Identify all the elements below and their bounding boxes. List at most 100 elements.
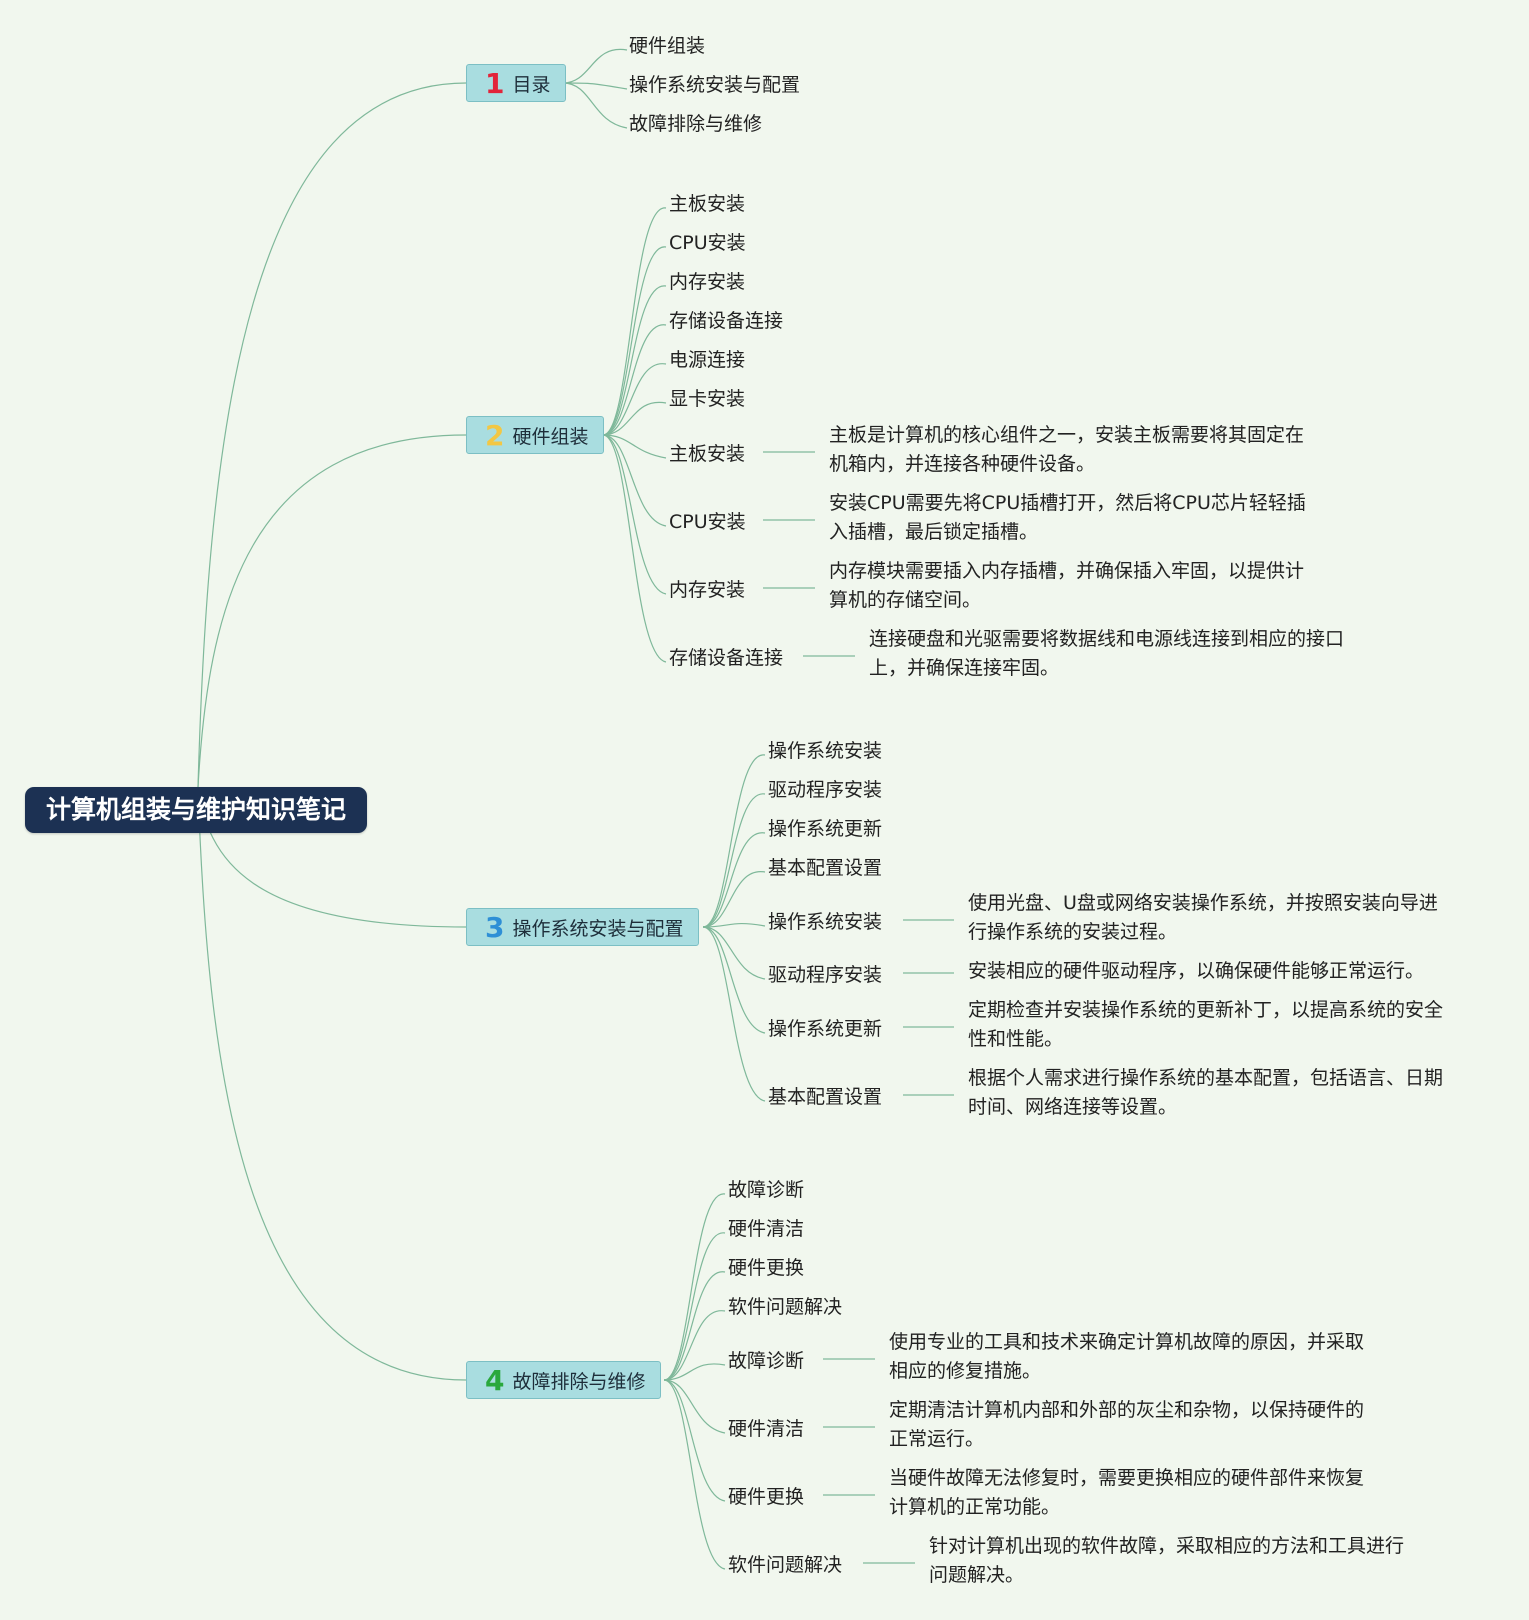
detail-line: 根据个人需求进行操作系统的基本配置，包括语言、日期: [968, 1067, 1444, 1089]
detail-term[interactable]: 操作系统更新: [768, 1018, 883, 1040]
leaf-item[interactable]: 操作系统安装: [768, 740, 883, 762]
branch-leaf-connector: [602, 324, 667, 436]
leaf-item[interactable]: 硬件清洁: [728, 1218, 805, 1240]
branch-node-2[interactable]: 2 硬件组装: [466, 416, 604, 454]
branch-node-4[interactable]: 4 故障排除与维修: [466, 1361, 661, 1399]
branch-leaf-connector: [663, 1363, 726, 1381]
root-node[interactable]: 计算机组装与维护知识笔记: [25, 787, 367, 833]
detail-line: 正常运行。: [889, 1428, 985, 1450]
detail-line: 连接硬盘和光驱需要将数据线和电源线连接到相应的接口: [869, 628, 1345, 650]
branch-leaf-connector: [702, 754, 766, 928]
branch-leaf-connector: [702, 922, 766, 928]
detail-term[interactable]: 基本配置设置: [768, 1086, 883, 1108]
detail-line: 计算机的正常功能。: [889, 1496, 1061, 1518]
detail-term[interactable]: 硬件更换: [728, 1486, 805, 1508]
detail-line: 问题解决。: [929, 1564, 1025, 1586]
branch-number: 3: [485, 911, 505, 944]
detail-line: 性和性能。: [968, 1028, 1064, 1050]
detail-text: 主板是计算机的核心组件之一，安装主板需要将其固定在 机箱内，并连接各种硬件设备。: [829, 421, 1304, 479]
branch-leaf-connector: [663, 1232, 726, 1381]
branch-label: 故障排除与维修: [512, 1371, 646, 1393]
leaf-item[interactable]: 故障排除与维修: [629, 113, 763, 135]
branch-leaf-connector: [663, 1379, 726, 1434]
detail-line: 主板是计算机的核心组件之一，安装主板需要将其固定在: [829, 424, 1305, 446]
branch-leaf-connector: [602, 434, 667, 595]
detail-line: 使用专业的工具和技术来确定计算机故障的原因，并采取: [889, 1331, 1365, 1353]
detail-text: 定期清洁计算机内部和外部的灰尘和杂物，以保持硬件的 正常运行。: [889, 1396, 1364, 1454]
leaf-item[interactable]: 操作系统更新: [768, 818, 883, 840]
branch-leaf-connector: [702, 793, 766, 928]
detail-line: 定期检查并安装操作系统的更新补丁，以提高系统的安全: [968, 999, 1444, 1021]
detail-term[interactable]: 硬件清洁: [728, 1418, 805, 1440]
leaf-item[interactable]: 存储设备连接: [669, 310, 784, 332]
branch-leaf-connector: [602, 401, 667, 436]
detail-text: 根据个人需求进行操作系统的基本配置，包括语言、日期 时间、网络连接等设置。: [968, 1064, 1443, 1122]
leaf-item[interactable]: 基本配置设置: [768, 857, 883, 879]
branch-node-3[interactable]: 3 操作系统安装与配置: [466, 908, 699, 946]
branch-leaf-connector: [602, 363, 667, 436]
leaf-item[interactable]: 主板安装: [669, 193, 746, 215]
detail-line: 入插槽，最后锁定插槽。: [829, 521, 1039, 543]
leaf-item[interactable]: CPU安装: [669, 232, 746, 254]
branch-leaf-connector: [702, 926, 766, 1034]
leaf-item[interactable]: 显卡安装: [669, 388, 746, 410]
leaf-item[interactable]: 软件问题解决: [728, 1296, 843, 1318]
detail-text: 安装相应的硬件驱动程序，以确保硬件能够正常运行。: [968, 957, 1424, 986]
branch-label: 操作系统安装与配置: [512, 918, 684, 940]
detail-line: 定期清洁计算机内部和外部的灰尘和杂物，以保持硬件的: [889, 1399, 1365, 1421]
detail-line: 机箱内，并连接各种硬件设备。: [829, 453, 1096, 475]
leaf-item[interactable]: 硬件更换: [728, 1257, 805, 1279]
branch-leaf-connector: [663, 1310, 726, 1381]
detail-line: 相应的修复措施。: [889, 1360, 1042, 1382]
branch-leaf-connector: [602, 246, 667, 436]
root-branch-connector: [197, 82, 467, 788]
branch-leaf-connector: [562, 48, 628, 84]
root-branch-connector: [197, 786, 467, 1381]
leaf-item[interactable]: 硬件组装: [629, 35, 706, 57]
leaf-item[interactable]: 故障诊断: [728, 1179, 805, 1201]
branch-leaf-connector: [663, 1271, 726, 1381]
detail-line: 使用光盘、U盘或网络安装操作系统，并按照安装向导进: [968, 892, 1438, 914]
detail-term[interactable]: CPU安装: [669, 511, 746, 533]
detail-line: 针对计算机出现的软件故障，采取相应的方法和工具进行: [929, 1535, 1405, 1557]
detail-term[interactable]: 存储设备连接: [669, 647, 784, 669]
branch-leaf-connector: [663, 1379, 726, 1570]
detail-line: 内存模块需要插入内存插槽，并确保插入牢固，以提供计: [829, 560, 1305, 582]
detail-text: 定期检查并安装操作系统的更新补丁，以提高系统的安全 性和性能。: [968, 996, 1443, 1054]
detail-text: 使用光盘、U盘或网络安装操作系统，并按照安装向导进 行操作系统的安装过程。: [968, 889, 1438, 947]
detail-term[interactable]: 软件问题解决: [728, 1554, 843, 1576]
branch-leaf-connector: [562, 82, 628, 90]
detail-term[interactable]: 主板安装: [669, 443, 746, 465]
detail-term[interactable]: 内存安装: [669, 579, 746, 601]
detail-term[interactable]: 故障诊断: [728, 1350, 805, 1372]
detail-line: 安装相应的硬件驱动程序，以确保硬件能够正常运行。: [968, 960, 1425, 982]
branch-leaf-connector: [562, 82, 628, 129]
branch-label: 目录: [512, 74, 551, 96]
leaf-item[interactable]: 操作系统安装与配置: [629, 74, 801, 96]
branch-leaf-connector: [602, 207, 667, 436]
branch-leaf-connector: [602, 434, 667, 663]
leaf-item[interactable]: 内存安装: [669, 271, 746, 293]
branch-leaf-connector: [702, 926, 766, 980]
detail-text: 安装CPU需要先将CPU插槽打开，然后将CPU芯片轻轻插 入插槽，最后锁定插槽。: [829, 489, 1306, 547]
detail-text: 使用专业的工具和技术来确定计算机故障的原因，并采取 相应的修复措施。: [889, 1328, 1364, 1386]
detail-line: 行操作系统的安装过程。: [968, 921, 1178, 943]
branch-leaf-connector: [702, 926, 766, 1102]
branch-leaf-connector: [602, 285, 667, 436]
leaf-item[interactable]: 驱动程序安装: [768, 779, 883, 801]
detail-line: 安装CPU需要先将CPU插槽打开，然后将CPU芯片轻轻插: [829, 492, 1306, 514]
detail-line: 算机的存储空间。: [829, 589, 982, 611]
branch-leaf-connector: [663, 1193, 726, 1381]
detail-text: 当硬件故障无法修复时，需要更换相应的硬件部件来恢复 计算机的正常功能。: [889, 1464, 1364, 1522]
branch-number: 4: [485, 1364, 505, 1397]
branch-label: 硬件组装: [512, 426, 589, 448]
detail-text: 内存模块需要插入内存插槽，并确保插入牢固，以提供计 算机的存储空间。: [829, 557, 1304, 615]
detail-term[interactable]: 驱动程序安装: [768, 964, 883, 986]
detail-line: 上，并确保连接牢固。: [869, 657, 1060, 679]
branch-number: 2: [485, 419, 505, 452]
leaf-item[interactable]: 电源连接: [669, 349, 746, 371]
detail-text: 连接硬盘和光驱需要将数据线和电源线连接到相应的接口 上，并确保连接牢固。: [869, 625, 1344, 683]
detail-term[interactable]: 操作系统安装: [768, 911, 883, 933]
